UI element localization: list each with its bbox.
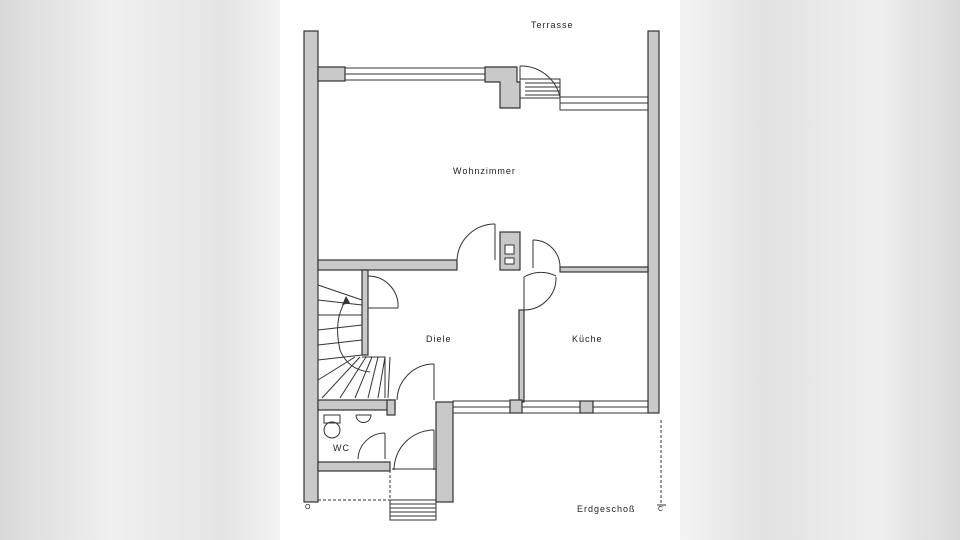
blurred-background-right: [680, 0, 960, 540]
wall-top-left: [317, 66, 346, 82]
label-living-room: Wohnzimmer: [453, 166, 516, 176]
wall-wc-corner: [386, 399, 396, 416]
toilet-icon: [323, 414, 341, 439]
door-entry: [392, 429, 436, 471]
entry-steps: [389, 499, 437, 521]
pillar-bottom-1: [509, 399, 523, 414]
sink-icon: [355, 414, 372, 423]
label-terrace: Terrasse: [531, 20, 574, 30]
section-mark-right: C: [658, 506, 665, 513]
stair-arrow-icon: [342, 296, 350, 305]
blurred-background-left: [0, 0, 280, 540]
window-living-top: [344, 67, 486, 81]
wall-hall-kitchen: [518, 309, 525, 403]
wall-entry: [435, 401, 454, 503]
wall-right: [647, 30, 660, 414]
door-hall-entry: [396, 363, 435, 401]
wall-wc-bottom: [317, 461, 391, 472]
wall-pillar-top: [484, 66, 521, 109]
section-mark-left: O: [305, 504, 312, 511]
label-kitchen: Küche: [572, 334, 603, 344]
wall-stair: [361, 269, 369, 356]
wall-left: [303, 30, 319, 503]
wall-stair-bottom: [317, 399, 396, 411]
staircase: [317, 284, 391, 399]
pillar-bottom-2: [579, 400, 594, 414]
terrace-door: [519, 65, 561, 99]
chimney: [499, 231, 521, 271]
plan-title: Erdgeschoß: [577, 504, 636, 514]
door-wc: [357, 432, 386, 460]
door-living-kitchen: [532, 239, 561, 268]
label-wc: WC: [333, 443, 350, 453]
door-living-hall: [456, 223, 496, 261]
wall-living-kitchen: [559, 266, 649, 273]
door-hall-kitchen: [523, 271, 557, 311]
door-hall-stair: [367, 275, 399, 309]
label-hall: Diele: [426, 334, 452, 344]
wall-living-hall: [317, 259, 458, 271]
window-living-right: [559, 96, 649, 111]
window-hall-bottom: [452, 400, 514, 414]
